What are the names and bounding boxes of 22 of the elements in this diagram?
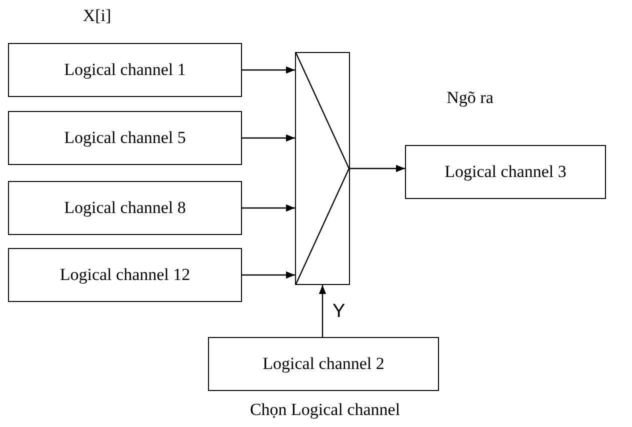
node-caption: Chọn Logical channel	[250, 400, 400, 420]
arrow	[242, 66, 295, 74]
channel-label: Logical channel 5	[64, 128, 186, 148]
node-caption: Ngõ ra	[446, 88, 494, 108]
arrow	[242, 134, 295, 142]
channel-box	[208, 337, 439, 391]
channel-box	[8, 181, 242, 235]
arrow	[350, 164, 405, 172]
group-heading: X[i]	[82, 6, 112, 26]
arrow	[242, 204, 295, 212]
multiplexer-symbol	[295, 52, 350, 285]
channel-box	[8, 248, 242, 302]
channel-box	[8, 111, 242, 165]
channel-box	[8, 43, 242, 97]
arrow	[242, 271, 295, 279]
channel-label: Logical channel 3	[444, 162, 566, 182]
channel-label: Logical channel 12	[60, 265, 190, 285]
channel-box	[405, 145, 606, 199]
channel-label: Logical channel 2	[262, 354, 384, 374]
channel-label: Logical channel 1	[64, 60, 186, 80]
arrow	[318, 285, 326, 337]
channel-label: Logical channel 8	[64, 198, 186, 218]
